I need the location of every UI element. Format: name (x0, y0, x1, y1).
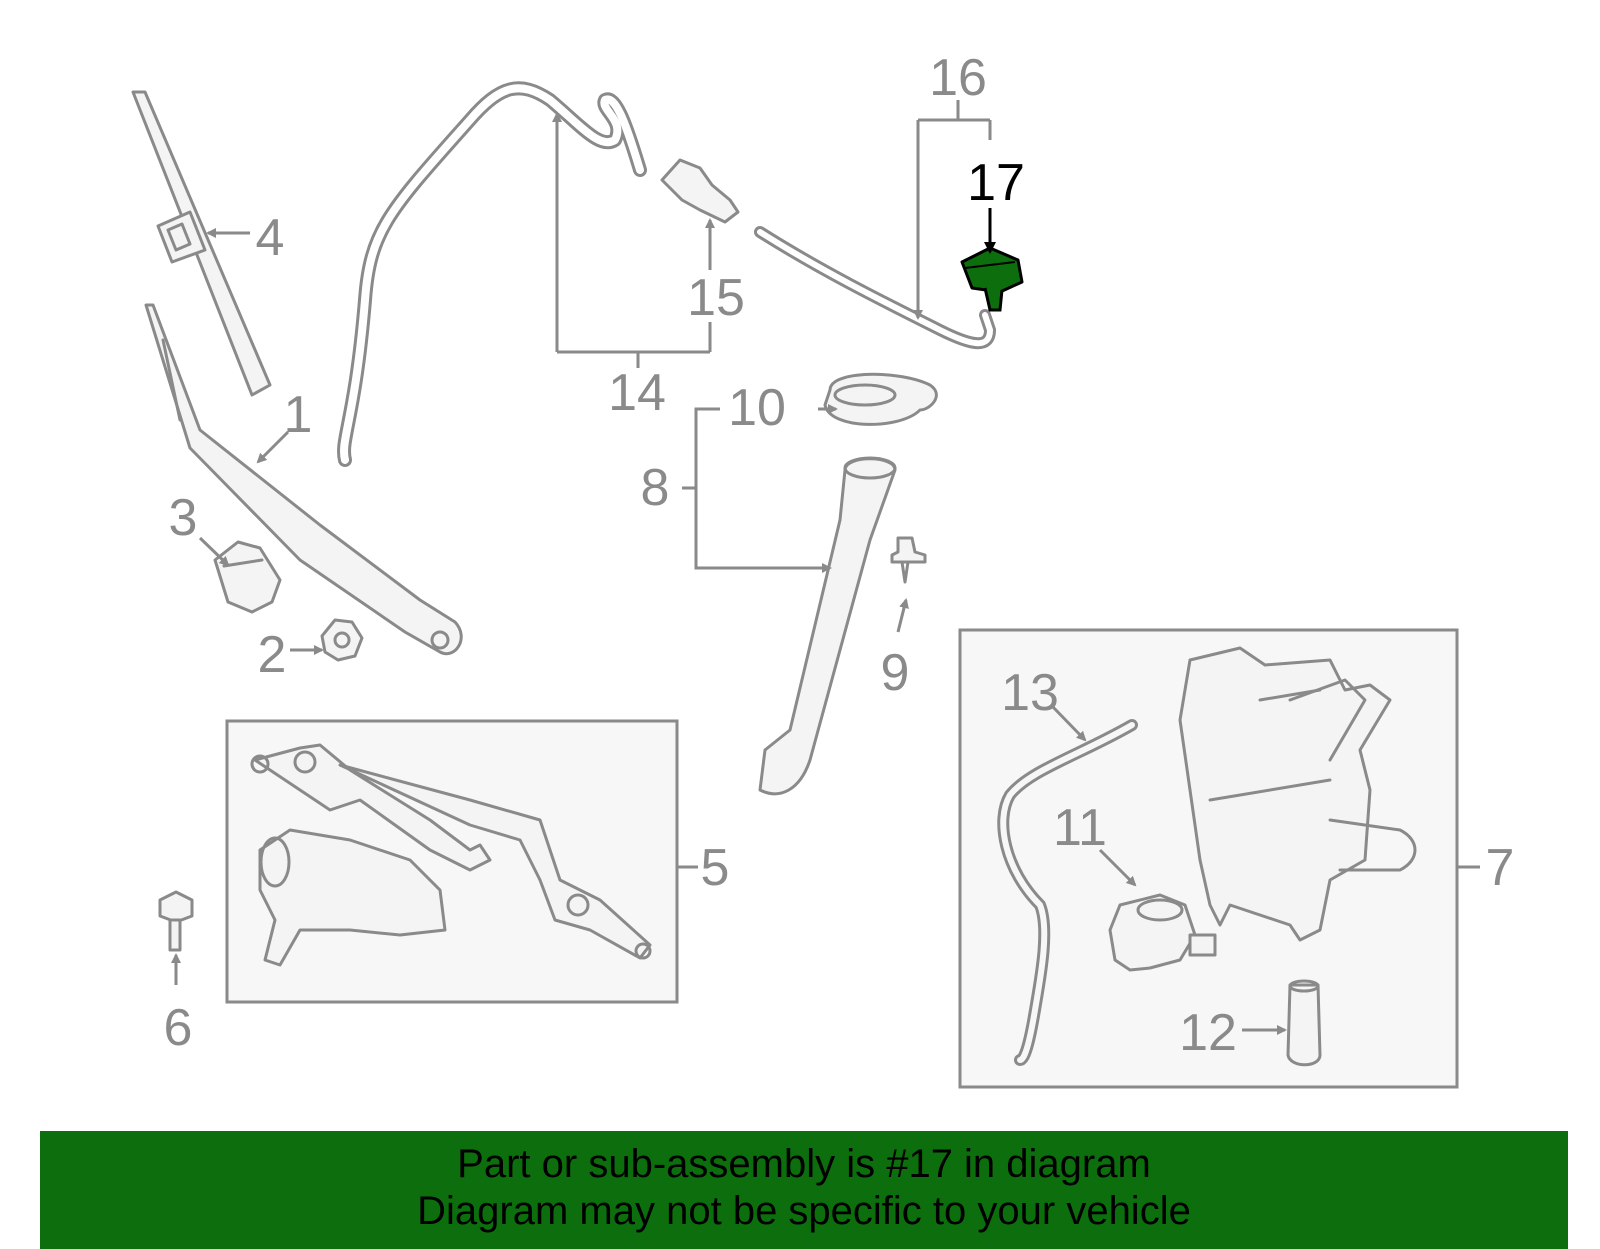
leader-lines (171, 100, 1480, 1035)
callout-16: 16 (929, 49, 987, 107)
info-banner: Part or sub-assembly is #17 in diagram D… (40, 1131, 1568, 1249)
box-washer-reservoir (958, 628, 1459, 1089)
filler-tube (758, 456, 897, 796)
nut (320, 618, 364, 662)
callout-17-highlighted: 17 (967, 154, 1025, 212)
wiper-blade (131, 90, 272, 397)
callout-14: 14 (608, 364, 666, 422)
parts-diagram: 1 2 3 4 5 6 7 8 9 10 11 12 13 14 15 16 1… (131, 49, 1515, 1089)
banner-line-disclaimer: Diagram may not be specific to your vehi… (417, 1189, 1191, 1233)
banner-line-part: Part or sub-assembly is #17 in diagram (457, 1142, 1151, 1186)
callout-9: 9 (881, 644, 910, 702)
washer-hose (337, 81, 647, 467)
callout-3: 3 (169, 489, 198, 547)
callout-6: 6 (164, 999, 193, 1057)
callout-8: 8 (641, 459, 670, 517)
wiper-arm (144, 303, 463, 656)
box-wiper-motor-linkage (225, 719, 679, 1004)
callout-2: 2 (258, 626, 287, 684)
filler-cap (823, 372, 938, 426)
hose-connector (660, 158, 740, 224)
callout-11: 11 (1053, 799, 1107, 857)
callout-15: 15 (687, 269, 745, 327)
callout-10: 10 (728, 379, 786, 437)
bolt (158, 890, 194, 952)
callout-labels: 1 2 3 4 5 6 7 8 9 10 11 12 13 14 15 16 1… (164, 49, 1515, 1062)
callout-1: 1 (284, 386, 313, 444)
callout-4: 4 (256, 209, 285, 267)
callout-5: 5 (701, 839, 730, 897)
callout-12: 12 (1179, 1004, 1237, 1062)
washer-nozzle-highlighted (960, 246, 1024, 312)
nozzle-hose (754, 226, 997, 350)
callout-7: 7 (1486, 839, 1515, 897)
arm-cap (213, 540, 282, 614)
push-clip (890, 536, 927, 584)
callout-13: 13 (1001, 664, 1059, 722)
